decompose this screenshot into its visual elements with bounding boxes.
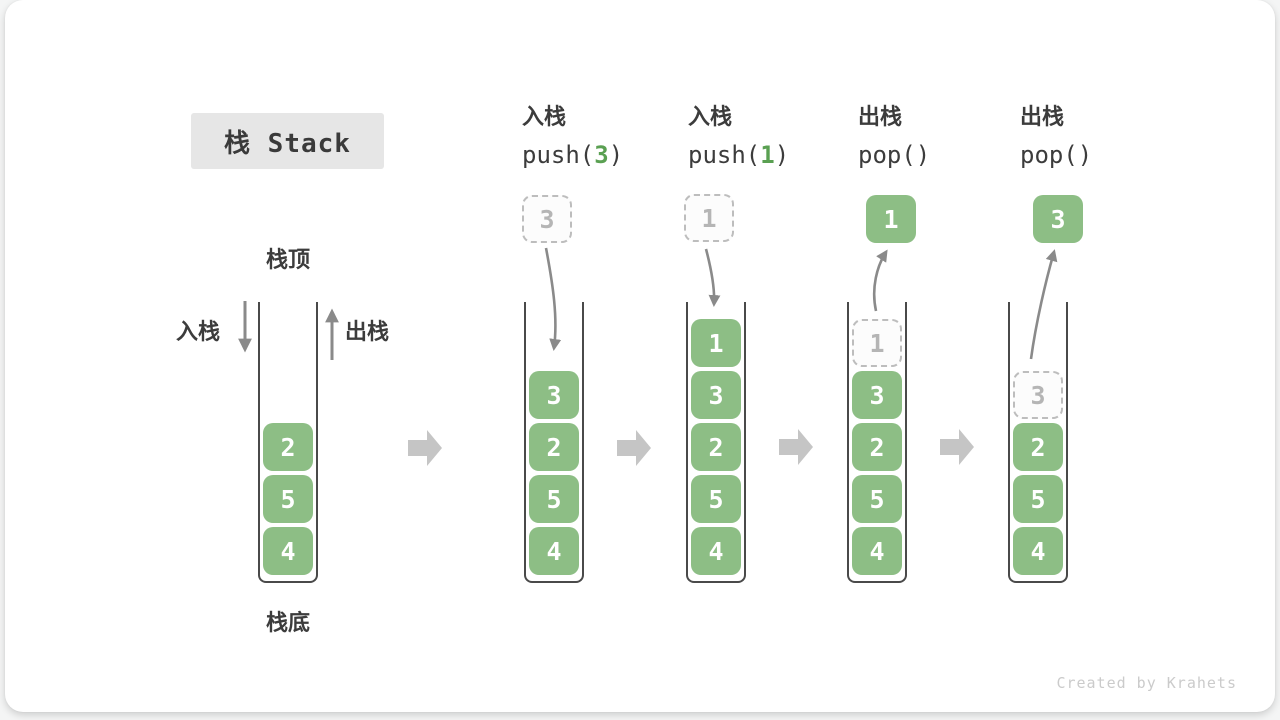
push-side-label: 入栈 xyxy=(176,320,221,345)
op-code: pop() xyxy=(858,141,931,169)
floating-cell-dashed: 1 xyxy=(684,194,734,242)
op-label: 入栈 xyxy=(688,105,733,130)
step-arrow-icon xyxy=(617,430,651,466)
stack-top-label: 栈顶 xyxy=(265,248,310,273)
op-label: 出栈 xyxy=(1020,105,1065,130)
op-header-pop3: 出栈 pop() xyxy=(1020,103,1092,171)
stack-cell: 2 xyxy=(263,423,313,471)
floating-cell-popped: 1 xyxy=(866,195,916,243)
op-code: push(1) xyxy=(688,141,790,169)
op-header-pop1: 出栈 pop() xyxy=(858,103,930,171)
stack-cell: 1 xyxy=(691,319,741,367)
push1-curve-arrow xyxy=(704,248,721,307)
op-label: 出栈 xyxy=(858,105,903,130)
stack-cell: 4 xyxy=(1013,527,1063,575)
op-arg: 1 xyxy=(760,141,775,169)
stack-cell: 3 xyxy=(529,371,579,419)
stack-cell: 4 xyxy=(852,527,902,575)
step-arrow-icon xyxy=(779,429,813,465)
stack-cell-ghost: 1 xyxy=(852,319,902,367)
stack-cell: 4 xyxy=(263,527,313,575)
stack-cell: 2 xyxy=(1013,423,1063,471)
op-code: push(3) xyxy=(522,141,624,169)
floating-cell-dashed: 3 xyxy=(522,195,572,243)
watermark: Created by Krahets xyxy=(1056,674,1237,692)
stack-cell: 2 xyxy=(852,423,902,471)
op-code: pop() xyxy=(1020,141,1093,169)
stack-cell: 5 xyxy=(529,475,579,523)
diagram-card: 栈 Stack 栈顶 栈底 入栈 出栈 入栈 push(3) 入栈 push(1… xyxy=(5,0,1275,712)
stack-cell: 4 xyxy=(691,527,741,575)
op-header-push3: 入栈 push(3) xyxy=(522,103,623,171)
stack-cell: 2 xyxy=(529,423,579,471)
op-header-push1: 入栈 push(1) xyxy=(688,103,789,171)
stack-cell: 4 xyxy=(529,527,579,575)
stack-cell: 5 xyxy=(263,475,313,523)
diagram-title: 栈 Stack xyxy=(191,113,384,169)
stack-cell: 5 xyxy=(852,475,902,523)
op-label: 入栈 xyxy=(522,105,567,130)
op-arg: 3 xyxy=(594,141,609,169)
floating-cell-popped: 3 xyxy=(1033,195,1083,243)
pop-side-label: 出栈 xyxy=(345,320,390,345)
stack-cell-ghost: 3 xyxy=(1013,371,1063,419)
stack-cell: 5 xyxy=(691,475,741,523)
stack-cell: 3 xyxy=(852,371,902,419)
step-arrow-icon xyxy=(940,429,974,465)
stack-cell: 3 xyxy=(691,371,741,419)
step-arrow-icon xyxy=(408,430,442,466)
stack-cell: 5 xyxy=(1013,475,1063,523)
stack-cell: 2 xyxy=(691,423,741,471)
stack-bottom-label: 栈底 xyxy=(265,611,310,636)
